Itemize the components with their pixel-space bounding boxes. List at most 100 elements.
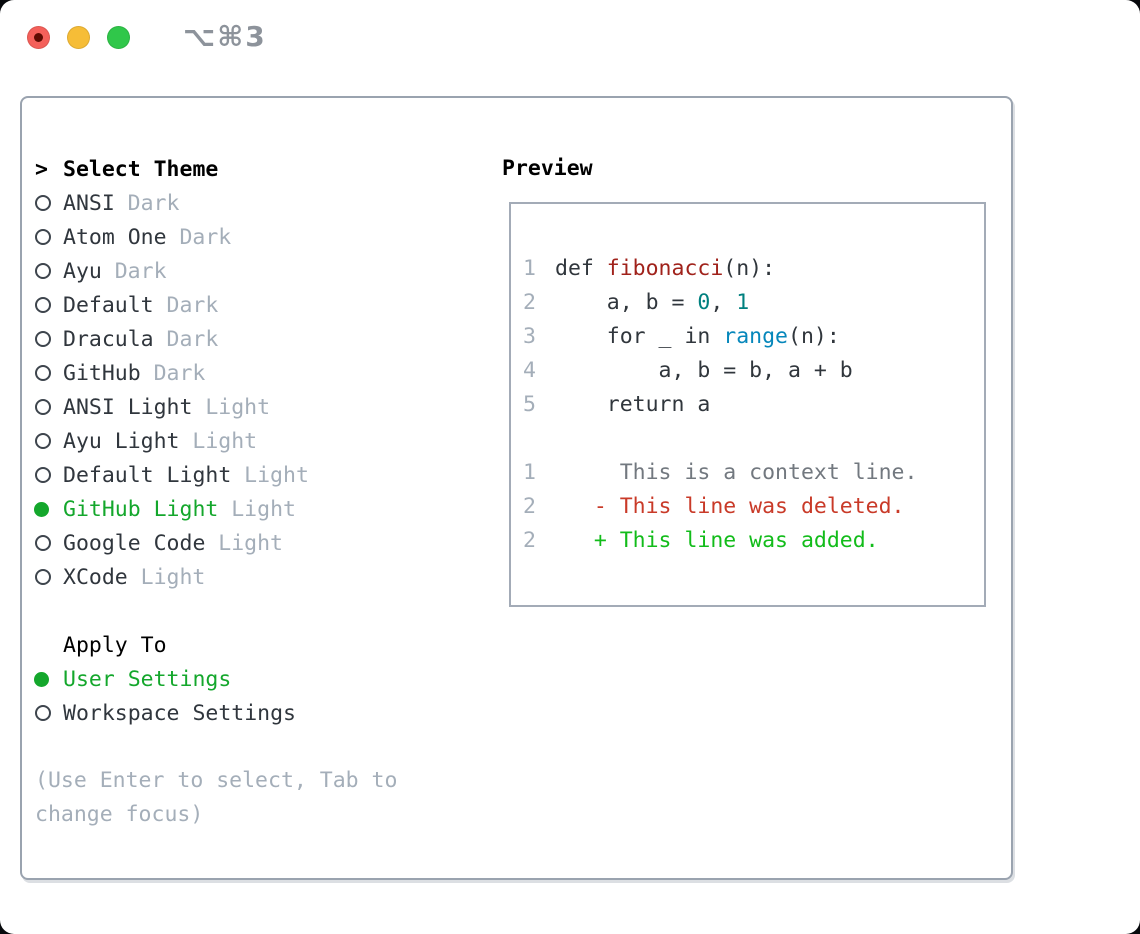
- radio-unselected-icon: [35, 365, 63, 381]
- option-label: User Settings: [63, 666, 232, 692]
- code-token-function: fibonacci: [606, 256, 724, 281]
- radio-unselected-icon: [35, 331, 63, 347]
- option-theme-github[interactable]: GitHub Dark: [35, 356, 309, 390]
- zoom-button-icon[interactable]: [107, 25, 130, 49]
- window-title: ⌥⌘3: [183, 20, 267, 53]
- keyboard-hint-line: (Use Enter to select, Tab to: [35, 768, 398, 793]
- option-theme-ansi[interactable]: ANSI Dark: [35, 186, 309, 220]
- option-label: XCode: [63, 564, 128, 590]
- code-token-context: This is a context line.: [555, 460, 918, 485]
- option-label: Workspace Settings: [63, 700, 296, 726]
- option-label: Dracula: [63, 326, 154, 352]
- code-line: 1 This is a context line.: [523, 456, 984, 490]
- radio-unselected-icon: [35, 705, 63, 721]
- option-label: Atom One: [63, 224, 167, 250]
- option-variant-label: Dark: [127, 190, 180, 216]
- code-token-added: + This line was added.: [555, 528, 879, 553]
- code-line: 1 def fibonacci(n):: [523, 252, 984, 286]
- code-token-deleted: - This line was deleted.: [555, 494, 905, 519]
- code-token-code: a, b =: [555, 290, 698, 315]
- keyboard-hint: (Use Enter to select, Tab to change focus…: [35, 764, 397, 832]
- option-theme-default-light[interactable]: Default Light Light: [35, 458, 309, 492]
- option-apply-user-settings[interactable]: User Settings: [34, 662, 296, 696]
- code-token-number: 0: [697, 290, 711, 315]
- code-token-code: return a: [555, 392, 711, 417]
- keyboard-hint-line: change focus): [35, 802, 204, 827]
- code-token-number: 1: [736, 290, 750, 315]
- option-variant-label: Dark: [153, 360, 206, 386]
- radio-unselected-icon: [35, 569, 63, 585]
- code-token-builtin: range: [723, 324, 789, 349]
- option-variant-label: Dark: [166, 292, 219, 318]
- prompt-caret-icon: >: [35, 156, 48, 182]
- select-theme-header-block: > Select Theme: [35, 152, 218, 186]
- line-number: 1: [523, 460, 536, 485]
- option-theme-default[interactable]: Default Dark: [35, 288, 309, 322]
- option-label: GitHub: [63, 360, 141, 386]
- radio-selected-icon: [34, 501, 63, 517]
- line-number: 3: [523, 324, 536, 349]
- option-apply-workspace-settings[interactable]: Workspace Settings: [35, 696, 296, 730]
- line-number: 2: [523, 494, 536, 519]
- option-variant-label: Dark: [179, 224, 232, 250]
- radio-unselected-icon: [35, 433, 63, 449]
- minimize-button-icon[interactable]: [67, 25, 90, 49]
- code-token-code: (n):: [788, 324, 840, 349]
- code-token-code: ,: [710, 290, 737, 315]
- option-theme-github-light[interactable]: GitHub Light Light: [34, 492, 309, 526]
- option-variant-label: Light: [231, 496, 296, 522]
- option-theme-google-code[interactable]: Google Code Light: [35, 526, 309, 560]
- option-theme-atom-one[interactable]: Atom One Dark: [35, 220, 309, 254]
- code-token-code: a, b = b, a + b: [555, 358, 853, 383]
- preview-title: Preview: [502, 156, 593, 181]
- option-label: Default Light: [63, 462, 232, 488]
- title-bar: ⌥⌘3: [27, 20, 267, 53]
- option-label: Default: [63, 292, 154, 318]
- close-button-icon[interactable]: [27, 25, 50, 49]
- select-theme-title: Select Theme: [63, 156, 219, 182]
- option-label: ANSI: [63, 190, 115, 216]
- line-number: 1: [523, 256, 536, 281]
- option-label: Google Code: [63, 530, 206, 556]
- radio-unselected-icon: [35, 263, 63, 279]
- code-line: 4 a, b = b, a + b: [523, 354, 984, 388]
- radio-unselected-icon: [35, 195, 63, 211]
- code-line: 5 return a: [523, 388, 984, 422]
- code-token-code: def: [555, 256, 607, 281]
- code-token-code: for _ in: [555, 324, 724, 349]
- radio-selected-icon: [34, 671, 63, 687]
- option-label: Ayu: [63, 258, 102, 284]
- option-theme-xcode[interactable]: XCode Light: [35, 560, 309, 594]
- option-theme-ayu[interactable]: Ayu Dark: [35, 254, 309, 288]
- radio-unselected-icon: [35, 535, 63, 551]
- code-line: 3 for _ in range(n):: [523, 320, 984, 354]
- line-number: 5: [523, 392, 536, 417]
- option-label: GitHub Light: [63, 496, 219, 522]
- option-variant-label: Light: [205, 394, 271, 420]
- radio-unselected-icon: [35, 229, 63, 245]
- code-line: 2 - This line was deleted.: [523, 490, 984, 524]
- option-variant-label: Dark: [114, 258, 167, 284]
- radio-unselected-icon: [35, 467, 63, 483]
- radio-unselected-icon: [35, 399, 63, 415]
- option-variant-label: Light: [140, 564, 206, 590]
- option-label: Ayu Light: [63, 428, 180, 454]
- radio-unselected-icon: [35, 297, 63, 313]
- apply-to-header: Apply To: [35, 628, 296, 662]
- option-variant-label: Light: [244, 462, 309, 488]
- line-number: 4: [523, 358, 536, 383]
- code-token-code: (n):: [723, 256, 776, 281]
- option-variant-label: Light: [218, 530, 284, 556]
- apply-to-title: Apply To: [63, 632, 167, 658]
- line-number: 2: [523, 528, 536, 553]
- line-number: 2: [523, 290, 536, 315]
- select-theme-header: > Select Theme: [35, 152, 218, 186]
